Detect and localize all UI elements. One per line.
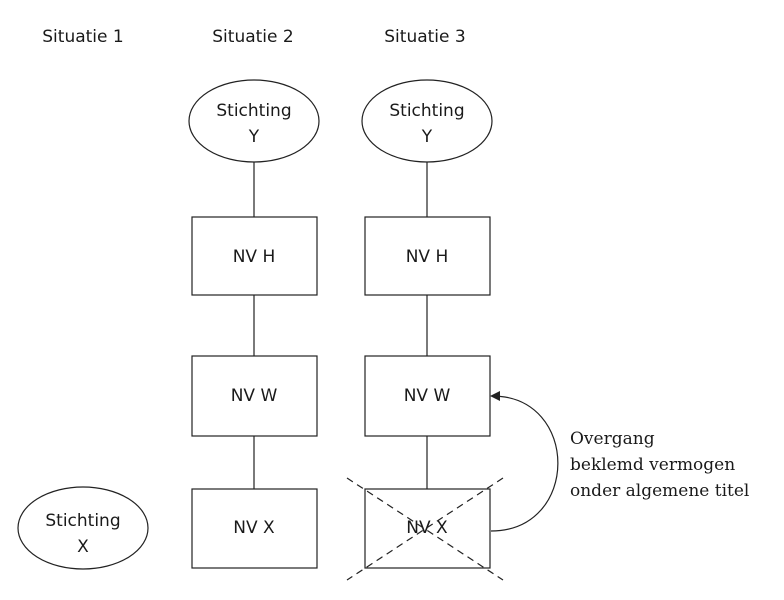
node-label-line2: Y bbox=[421, 127, 433, 147]
node-label-line1: Stichting bbox=[389, 101, 464, 121]
box-shape bbox=[191, 216, 318, 296]
box-shape bbox=[364, 355, 491, 437]
node-label: NV W bbox=[231, 386, 278, 406]
s3-nv-h-node: NV H bbox=[364, 216, 491, 296]
node-label-line1: Stichting bbox=[216, 101, 291, 121]
s2-nv-x-node: NV X bbox=[191, 488, 318, 569]
node-label: NV H bbox=[406, 247, 449, 267]
ellipse-shape bbox=[361, 79, 493, 163]
box-shape bbox=[191, 355, 318, 437]
box-shape bbox=[364, 488, 491, 569]
situatie-1-title: Situatie 1 bbox=[42, 27, 123, 47]
annotation-line-2: beklemd vermogen bbox=[570, 455, 735, 475]
box-shape bbox=[364, 216, 491, 296]
s3-nv-x-node: NV X bbox=[346, 477, 504, 581]
box-shape bbox=[191, 488, 318, 569]
s1-stichting-x-node: Stichting X bbox=[17, 486, 149, 570]
node-label: NV H bbox=[233, 247, 276, 267]
node-label-line2: X bbox=[77, 537, 89, 557]
node-label-line1: Stichting bbox=[45, 511, 120, 531]
node-label: NV X bbox=[233, 518, 275, 538]
s3-nv-w-node: NV W bbox=[364, 355, 491, 437]
situatie-3-title: Situatie 3 bbox=[384, 27, 465, 47]
ellipse-shape bbox=[188, 79, 320, 163]
node-label-line2: Y bbox=[248, 127, 260, 147]
situatie-2-title: Situatie 2 bbox=[212, 27, 293, 47]
transfer-arrow bbox=[490, 391, 559, 532]
node-label: NV W bbox=[404, 386, 451, 406]
s2-stichting-y-node: Stichting Y bbox=[188, 79, 320, 163]
annotation-line-3: onder algemene titel bbox=[570, 481, 749, 501]
s2-nv-w-node: NV W bbox=[191, 355, 318, 437]
ellipse-shape bbox=[17, 486, 149, 570]
annotation-line-1: Overgang bbox=[570, 429, 655, 449]
s2-nv-h-node: NV H bbox=[191, 216, 318, 296]
transfer-annotation: Overgang beklemd vermogen onder algemene… bbox=[570, 429, 749, 501]
s3-stichting-y-node: Stichting Y bbox=[361, 79, 493, 163]
